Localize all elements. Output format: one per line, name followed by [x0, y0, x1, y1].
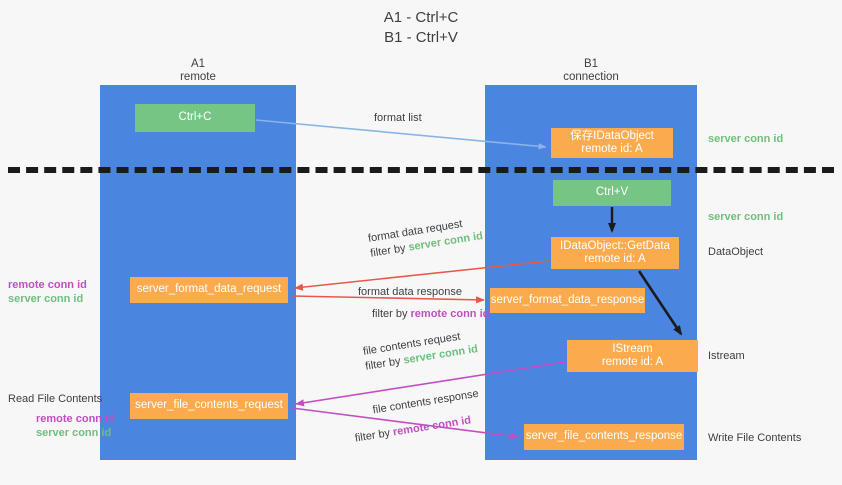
node-ctrl-c[interactable]: Ctrl+C [135, 104, 255, 132]
node-get-data[interactable]: IDataObject::GetData remote id: A [551, 237, 679, 269]
node-get-data-title: IDataObject::GetData [560, 239, 670, 252]
edge-label-format-list-text: format list [374, 112, 422, 124]
edge-label-format-data-response: format data response filter by remote co… [358, 285, 489, 322]
annotation-write-file-contents: Write File Contents [708, 431, 801, 445]
node-save-data-object[interactable]: 保存IDataObject remote id: A [551, 128, 673, 158]
node-server-file-contents-response[interactable]: server_file_contents_response [524, 424, 684, 450]
node-server-file-contents-response-label: server_file_contents_response [525, 430, 683, 443]
node-server-format-data-response-label: server_format_data_response [490, 293, 645, 306]
annotation-conn-ids-format: remote conn id server conn id [8, 278, 87, 306]
lane-a1-name: A1 [190, 58, 206, 70]
annotation-read-file-contents: Read File Contents [8, 392, 102, 406]
node-server-format-data-response[interactable]: server_format_data_response [490, 288, 645, 313]
edge-label-format-data-request: format data request filter by server con… [367, 214, 484, 261]
edge-label-file-contents-response: file contents response filter by remote … [350, 387, 484, 447]
node-save-data-object-id: remote id: A [581, 143, 643, 155]
node-ctrl-c-label: Ctrl+C [178, 111, 212, 124]
annotation-server-conn-id-2: server conn id [36, 427, 112, 439]
annotation-server-conn-id-mid-text: server conn id [708, 211, 784, 223]
annotation-server-conn-id-1: server conn id [8, 293, 84, 305]
annotation-conn-ids-file: remote conn id server conn id [36, 412, 115, 440]
edge-label-format-data-response-title: format data response [358, 286, 462, 298]
node-server-file-contents-request[interactable]: server_file_contents_request [130, 393, 288, 419]
edge-label-file-contents-request: file contents request filter by server c… [362, 327, 479, 374]
annotation-write-file-contents-text: Write File Contents [708, 432, 802, 444]
filter-prefix: filter by [372, 308, 411, 320]
node-istream[interactable]: IStream remote id: A [567, 340, 698, 372]
edge-label-format-data-response-filter: filter by remote conn id [372, 307, 489, 322]
node-save-data-object-title: 保存IDataObject [570, 129, 654, 142]
filter-value-remote-conn-id: remote conn id [410, 308, 490, 320]
lane-a1-role: remote [180, 71, 216, 83]
title-line-2: B1 - Ctrl+V [384, 29, 458, 46]
node-ctrl-v[interactable]: Ctrl+V [553, 180, 671, 206]
annotation-data-object: DataObject [708, 245, 763, 259]
node-server-format-data-request[interactable]: server_format_data_request [130, 277, 288, 303]
node-server-format-data-request-label: server_format_data_request [136, 283, 282, 296]
annotation-istream: Istream [708, 349, 745, 363]
diagram-title: A1 - Ctrl+C B1 - Ctrl+V [0, 8, 842, 48]
annotation-server-conn-id-mid: server conn id [708, 210, 783, 224]
filter-prefix: filter by [354, 426, 394, 445]
node-istream-title: IStream [612, 342, 653, 355]
annotation-remote-conn-id-2: remote conn id [36, 413, 115, 425]
lane-header-b1: B1 connection [485, 58, 697, 84]
edge-label-format-list: format list [374, 111, 422, 126]
annotation-server-conn-id-top-text: server conn id [708, 133, 784, 145]
filter-value-remote-conn-id: remote conn id [392, 414, 472, 439]
phase-divider [8, 167, 834, 173]
annotation-read-file-contents-text: Read File Contents [8, 393, 103, 405]
lane-b1-role: connection [563, 71, 619, 83]
annotation-server-conn-id-top: server conn id [708, 132, 783, 146]
node-ctrl-v-label: Ctrl+V [595, 186, 629, 199]
node-get-data-id: remote id: A [584, 253, 646, 265]
node-server-file-contents-request-label: server_file_contents_request [135, 399, 283, 412]
title-line-1: A1 - Ctrl+C [383, 9, 459, 26]
lane-b1-name: B1 [583, 58, 599, 70]
annotation-istream-text: Istream [708, 350, 745, 362]
node-istream-id: remote id: A [601, 356, 664, 368]
annotation-data-object-text: DataObject [708, 246, 764, 258]
annotation-remote-conn-id-1: remote conn id [8, 279, 87, 291]
lane-header-a1: A1 remote [100, 58, 296, 84]
